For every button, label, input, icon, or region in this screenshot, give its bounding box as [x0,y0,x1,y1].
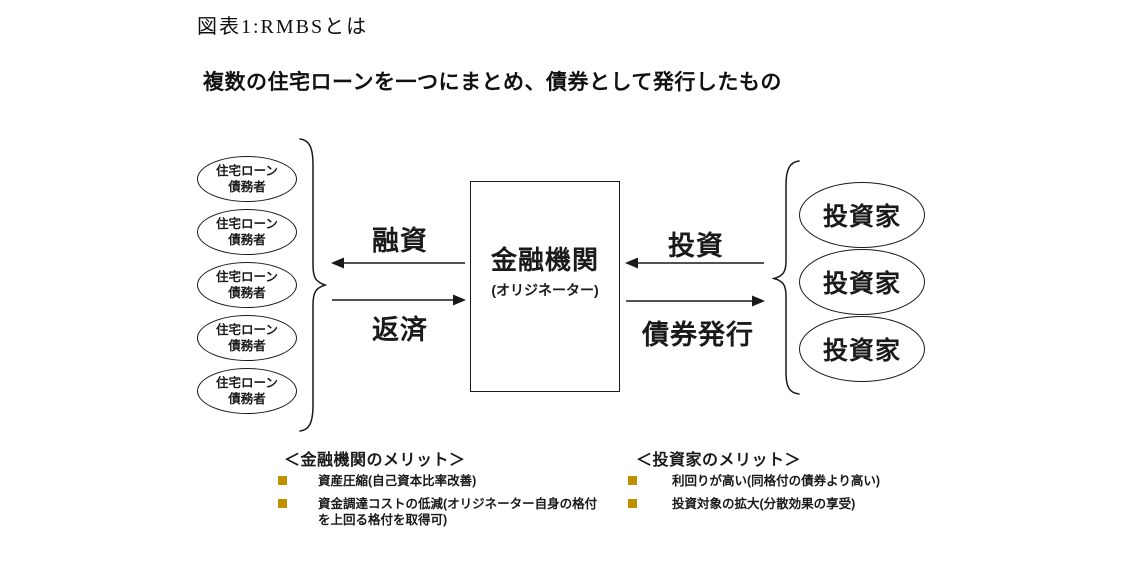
bullet-square-icon [278,476,287,485]
borrower-label-line2: 債務者 [228,233,266,247]
borrower-label-line2: 債務者 [228,392,266,406]
borrower-oval: 住宅ローン 債務者 [197,262,297,308]
investors-brace-icon [772,160,800,395]
borrower-label-line1: 住宅ローン [216,163,278,178]
borrower-oval: 住宅ローン 債務者 [197,156,297,202]
investor-oval: 投資家 [799,316,925,382]
borrower-oval: 住宅ローン 債務者 [197,315,297,361]
investor-label: 投資家 [822,270,901,298]
bullet-square-icon [628,476,637,485]
borrower-oval: 住宅ローン 債務者 [197,209,297,255]
borrower-label-line1: 住宅ローン [216,269,278,284]
investor-merit-item: 利回りが高い(同格付の債券より高い) [628,473,928,489]
investor-merit-item: 投資対象の拡大(分散効果の享受) [628,496,928,512]
figure-subtitle: 複数の住宅ローンを一つにまとめ、債券として発行したもの [203,71,782,94]
fi-merit-text: 資産圧縮(自己資本比率改善) [318,474,477,488]
repayment-arrow-icon [332,294,466,306]
bond-issuance-arrow-icon [626,295,765,307]
repayment-label: 返済 [372,315,428,345]
borrower-oval: 住宅ローン 債務者 [197,368,297,414]
investor-merit-text: 利回りが高い(同格付の債券より高い) [672,474,881,488]
bond-issuance-label: 債券発行 [642,320,754,350]
originator-subname: (オリジネーター) [491,282,599,298]
borrower-label-line1: 住宅ローン [216,216,278,231]
bullet-square-icon [628,499,637,508]
borrower-label-line1: 住宅ローン [216,375,278,390]
investment-label: 投資 [668,231,724,261]
fi-merit-item: 資産圧縮(自己資本比率改善) [278,473,618,489]
investor-oval: 投資家 [799,249,925,315]
borrower-label-line2: 債務者 [228,286,266,300]
fi-merits-heading: ＜金融機関のメリット＞ [284,452,466,469]
borrower-label-line1: 住宅ローン [216,322,278,337]
figure-title: 図表1:RMBSとは [197,16,369,38]
investor-label: 投資家 [822,337,901,365]
loan-label: 融資 [372,226,428,256]
investment-arrow-icon [625,257,764,269]
fi-merit-item: 資金調達コストの低減(オリジネーター自身の格付を上回る格付を取得可) [278,496,618,528]
loan-arrow-icon [331,257,465,269]
fi-merit-text: 資金調達コストの低減(オリジネーター自身の格付を上回る格付を取得可) [318,497,598,527]
originator-name: 金融機関 [490,245,599,275]
investor-label: 投資家 [822,203,901,231]
investor-oval: 投資家 [799,182,925,248]
borrower-label-line2: 債務者 [228,339,266,353]
bullet-square-icon [278,499,287,508]
borrowers-brace-icon [299,138,327,432]
investor-merits-heading: ＜投資家のメリット＞ [636,452,802,469]
borrower-label-line2: 債務者 [228,180,266,194]
originator-box: 金融機関 (オリジネーター) [470,181,620,392]
investor-merit-text: 投資対象の拡大(分散効果の享受) [672,497,856,511]
